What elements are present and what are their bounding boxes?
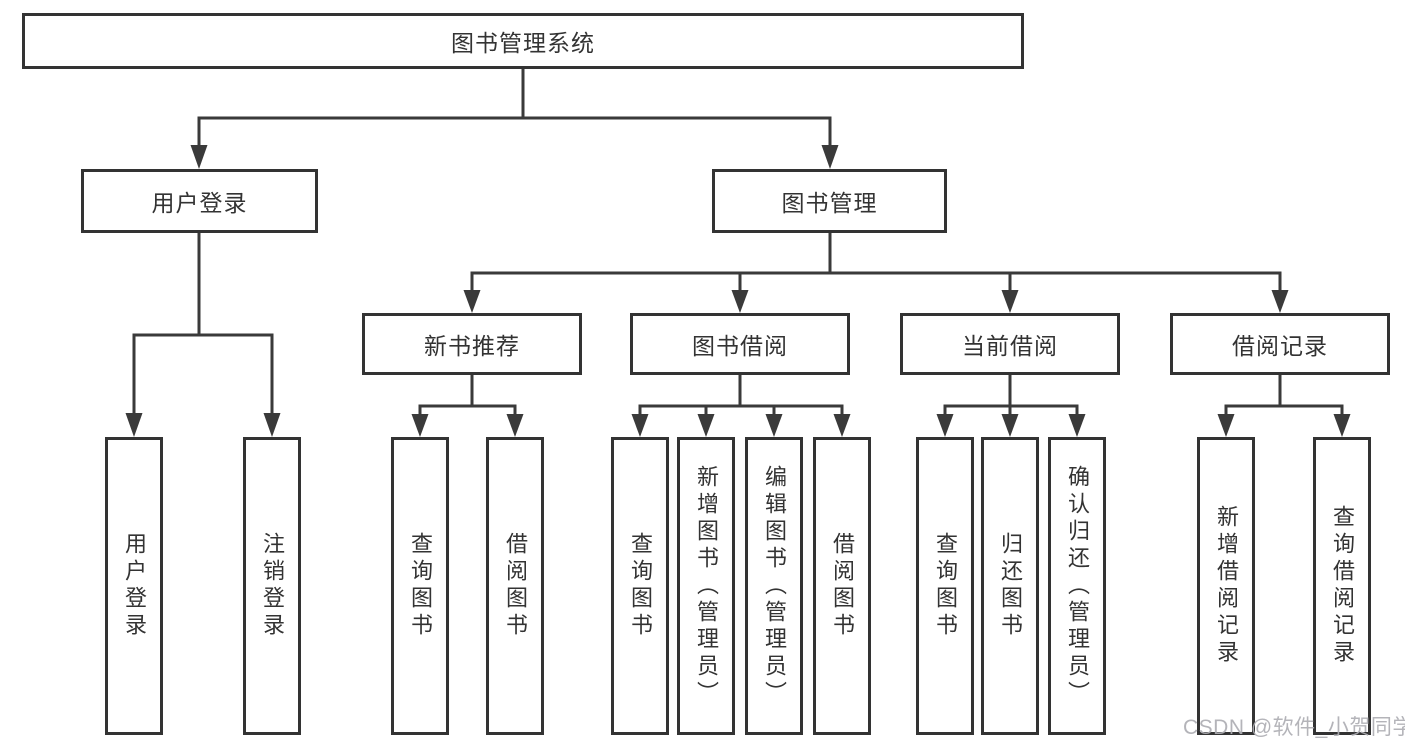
connector-line bbox=[470, 231, 1282, 294]
arrowhead-down-icon bbox=[731, 290, 749, 313]
arrowhead-down-icon bbox=[506, 414, 524, 437]
arrowhead-down-icon bbox=[1217, 414, 1235, 437]
leaf-logout: 注销登录 bbox=[243, 437, 301, 735]
node-book-borrowing: 图书借阅 bbox=[630, 313, 850, 375]
arrowhead-down-icon bbox=[190, 145, 208, 169]
connector-line bbox=[132, 231, 274, 418]
arrowhead-down-icon bbox=[1271, 290, 1289, 313]
connector-line bbox=[197, 67, 832, 150]
leaf-query-books: 查询图书 bbox=[916, 437, 974, 735]
connector-current-borrow-to-leaves bbox=[936, 373, 1086, 437]
leaf-borrow-books: 借阅图书 bbox=[486, 437, 544, 735]
arrowhead-down-icon bbox=[1001, 414, 1019, 437]
connector-user-login-to-leaves bbox=[125, 231, 281, 437]
leaf-add-book-admin: 新增图书（管理员） bbox=[677, 437, 735, 735]
leaf-borrow-books: 借阅图书 bbox=[813, 437, 871, 735]
leaf-query-books: 查询图书 bbox=[611, 437, 669, 735]
leaf-return-books: 归还图书 bbox=[981, 437, 1039, 735]
arrowhead-down-icon bbox=[1333, 414, 1351, 437]
connector-book-borrow-to-leaves bbox=[631, 373, 851, 437]
arrowhead-down-icon bbox=[463, 290, 481, 313]
leaf-confirm-return-admin: 确认归还（管理员） bbox=[1048, 437, 1106, 735]
node-new-book-recommend: 新书推荐 bbox=[362, 313, 582, 375]
arrowhead-down-icon bbox=[833, 414, 851, 437]
leaf-edit-book-admin: 编辑图书（管理员） bbox=[745, 437, 803, 735]
leaf-add-borrow-record: 新增借阅记录 bbox=[1197, 437, 1255, 735]
connector-line bbox=[943, 373, 1079, 418]
connector-line bbox=[1224, 373, 1344, 418]
node-user-login: 用户登录 bbox=[81, 169, 318, 233]
connector-borrow-record-to-leaves bbox=[1217, 373, 1351, 437]
connector-line bbox=[418, 373, 517, 418]
leaf-query-borrow-record: 查询借阅记录 bbox=[1313, 437, 1371, 735]
arrowhead-down-icon bbox=[411, 414, 429, 437]
arrowhead-down-icon bbox=[631, 414, 649, 437]
arrowhead-down-icon bbox=[697, 414, 715, 437]
arrowhead-down-icon bbox=[1068, 414, 1086, 437]
node-current-borrowing: 当前借阅 bbox=[900, 313, 1120, 375]
arrowhead-down-icon bbox=[765, 414, 783, 437]
node-book-management: 图书管理 bbox=[712, 169, 947, 233]
arrowhead-down-icon bbox=[125, 413, 143, 437]
leaf-user-login: 用户登录 bbox=[105, 437, 163, 735]
connector-root-to-level2 bbox=[190, 67, 839, 169]
connector-line bbox=[638, 373, 844, 418]
node-library-system: 图书管理系统 bbox=[22, 13, 1024, 69]
leaf-query-books: 查询图书 bbox=[391, 437, 449, 735]
arrowhead-down-icon bbox=[263, 413, 281, 437]
connector-book-mgmt-to-level3 bbox=[463, 231, 1289, 313]
arrowhead-down-icon bbox=[936, 414, 954, 437]
arrowhead-down-icon bbox=[1001, 290, 1019, 313]
node-borrowing-records: 借阅记录 bbox=[1170, 313, 1390, 375]
arrowhead-down-icon bbox=[821, 145, 839, 169]
connector-new-book-to-leaves bbox=[411, 373, 524, 437]
csdn-watermark: CSDN @软件_小贺同学 bbox=[1183, 716, 1405, 739]
